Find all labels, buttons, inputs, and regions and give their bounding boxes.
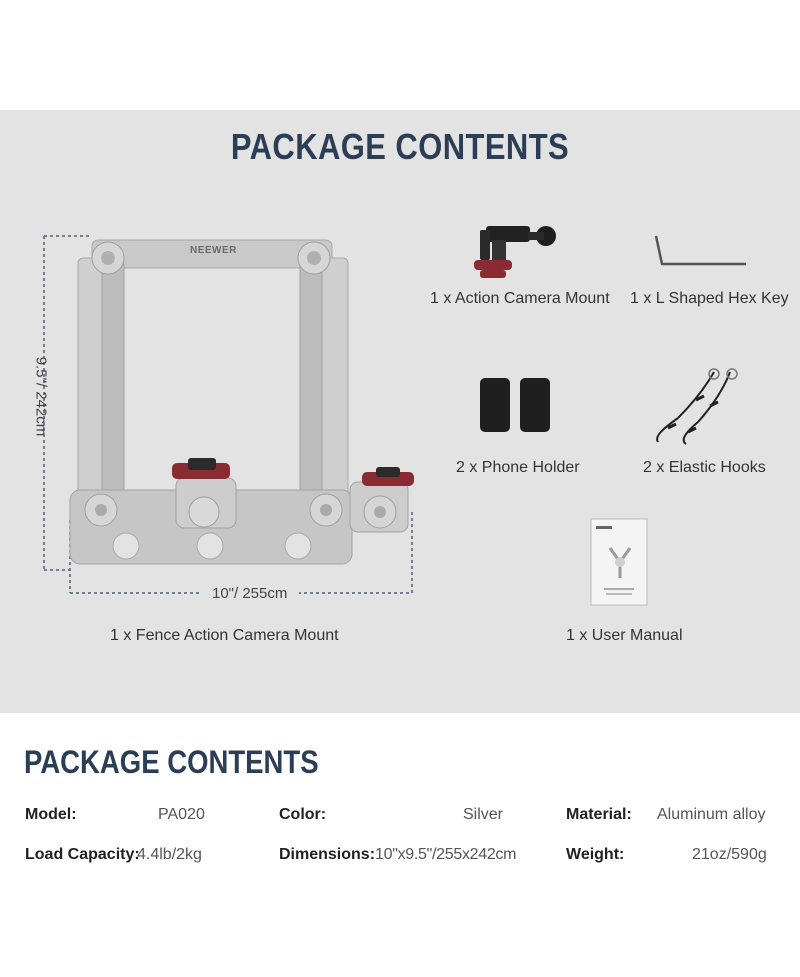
item-caption-phone-holder: 2 x Phone Holder [456, 459, 580, 476]
spec-label-color: Color: [279, 806, 327, 823]
elastic-hooks-icon [656, 368, 738, 445]
spec-value-dimensions: 10"x9.5"/255x242cm [375, 846, 517, 863]
width-dimension-label: 10"/ 255cm [200, 585, 300, 602]
spec-label-material: Material: [566, 806, 632, 823]
spec-label-weight: Weight: [566, 846, 625, 863]
spec-value-load-capacity: 4.4lb/2kg [137, 846, 202, 863]
specs-heading: PACKAGE CONTENTS [24, 744, 319, 780]
spec-label-dimensions: Dimensions: [279, 846, 376, 863]
height-dimension-label: 9.5"/ 242cm [32, 356, 50, 437]
phone-holder-icon [480, 378, 550, 432]
item-caption-action-camera-mount: 1 x Action Camera Mount [430, 290, 610, 307]
spec-value-model: PA020 [158, 806, 205, 823]
user-manual-icon [590, 518, 648, 606]
item-caption-elastic-hooks: 2 x Elastic Hooks [643, 459, 766, 476]
spec-value-weight: 21oz/590g [692, 846, 767, 863]
fence-mount-caption: 1 x Fence Action Camera Mount [110, 627, 339, 644]
item-caption-hex-key: 1 x L Shaped Hex Key [630, 290, 789, 307]
package-contents-heading: PACKAGE CONTENTS [230, 126, 570, 167]
spec-value-color: Silver [463, 806, 504, 823]
spec-label-model: Model: [25, 806, 77, 823]
action-camera-mount-icon [474, 226, 556, 278]
hex-key-icon [654, 235, 746, 266]
item-caption-user-manual: 1 x User Manual [566, 627, 683, 644]
brand-mark: NEEWER [190, 245, 237, 256]
spec-value-material: Aluminum alloy [657, 806, 766, 823]
package-contents-panel [0, 110, 800, 713]
spec-label-load-capacity: Load Capacity: [25, 846, 140, 863]
